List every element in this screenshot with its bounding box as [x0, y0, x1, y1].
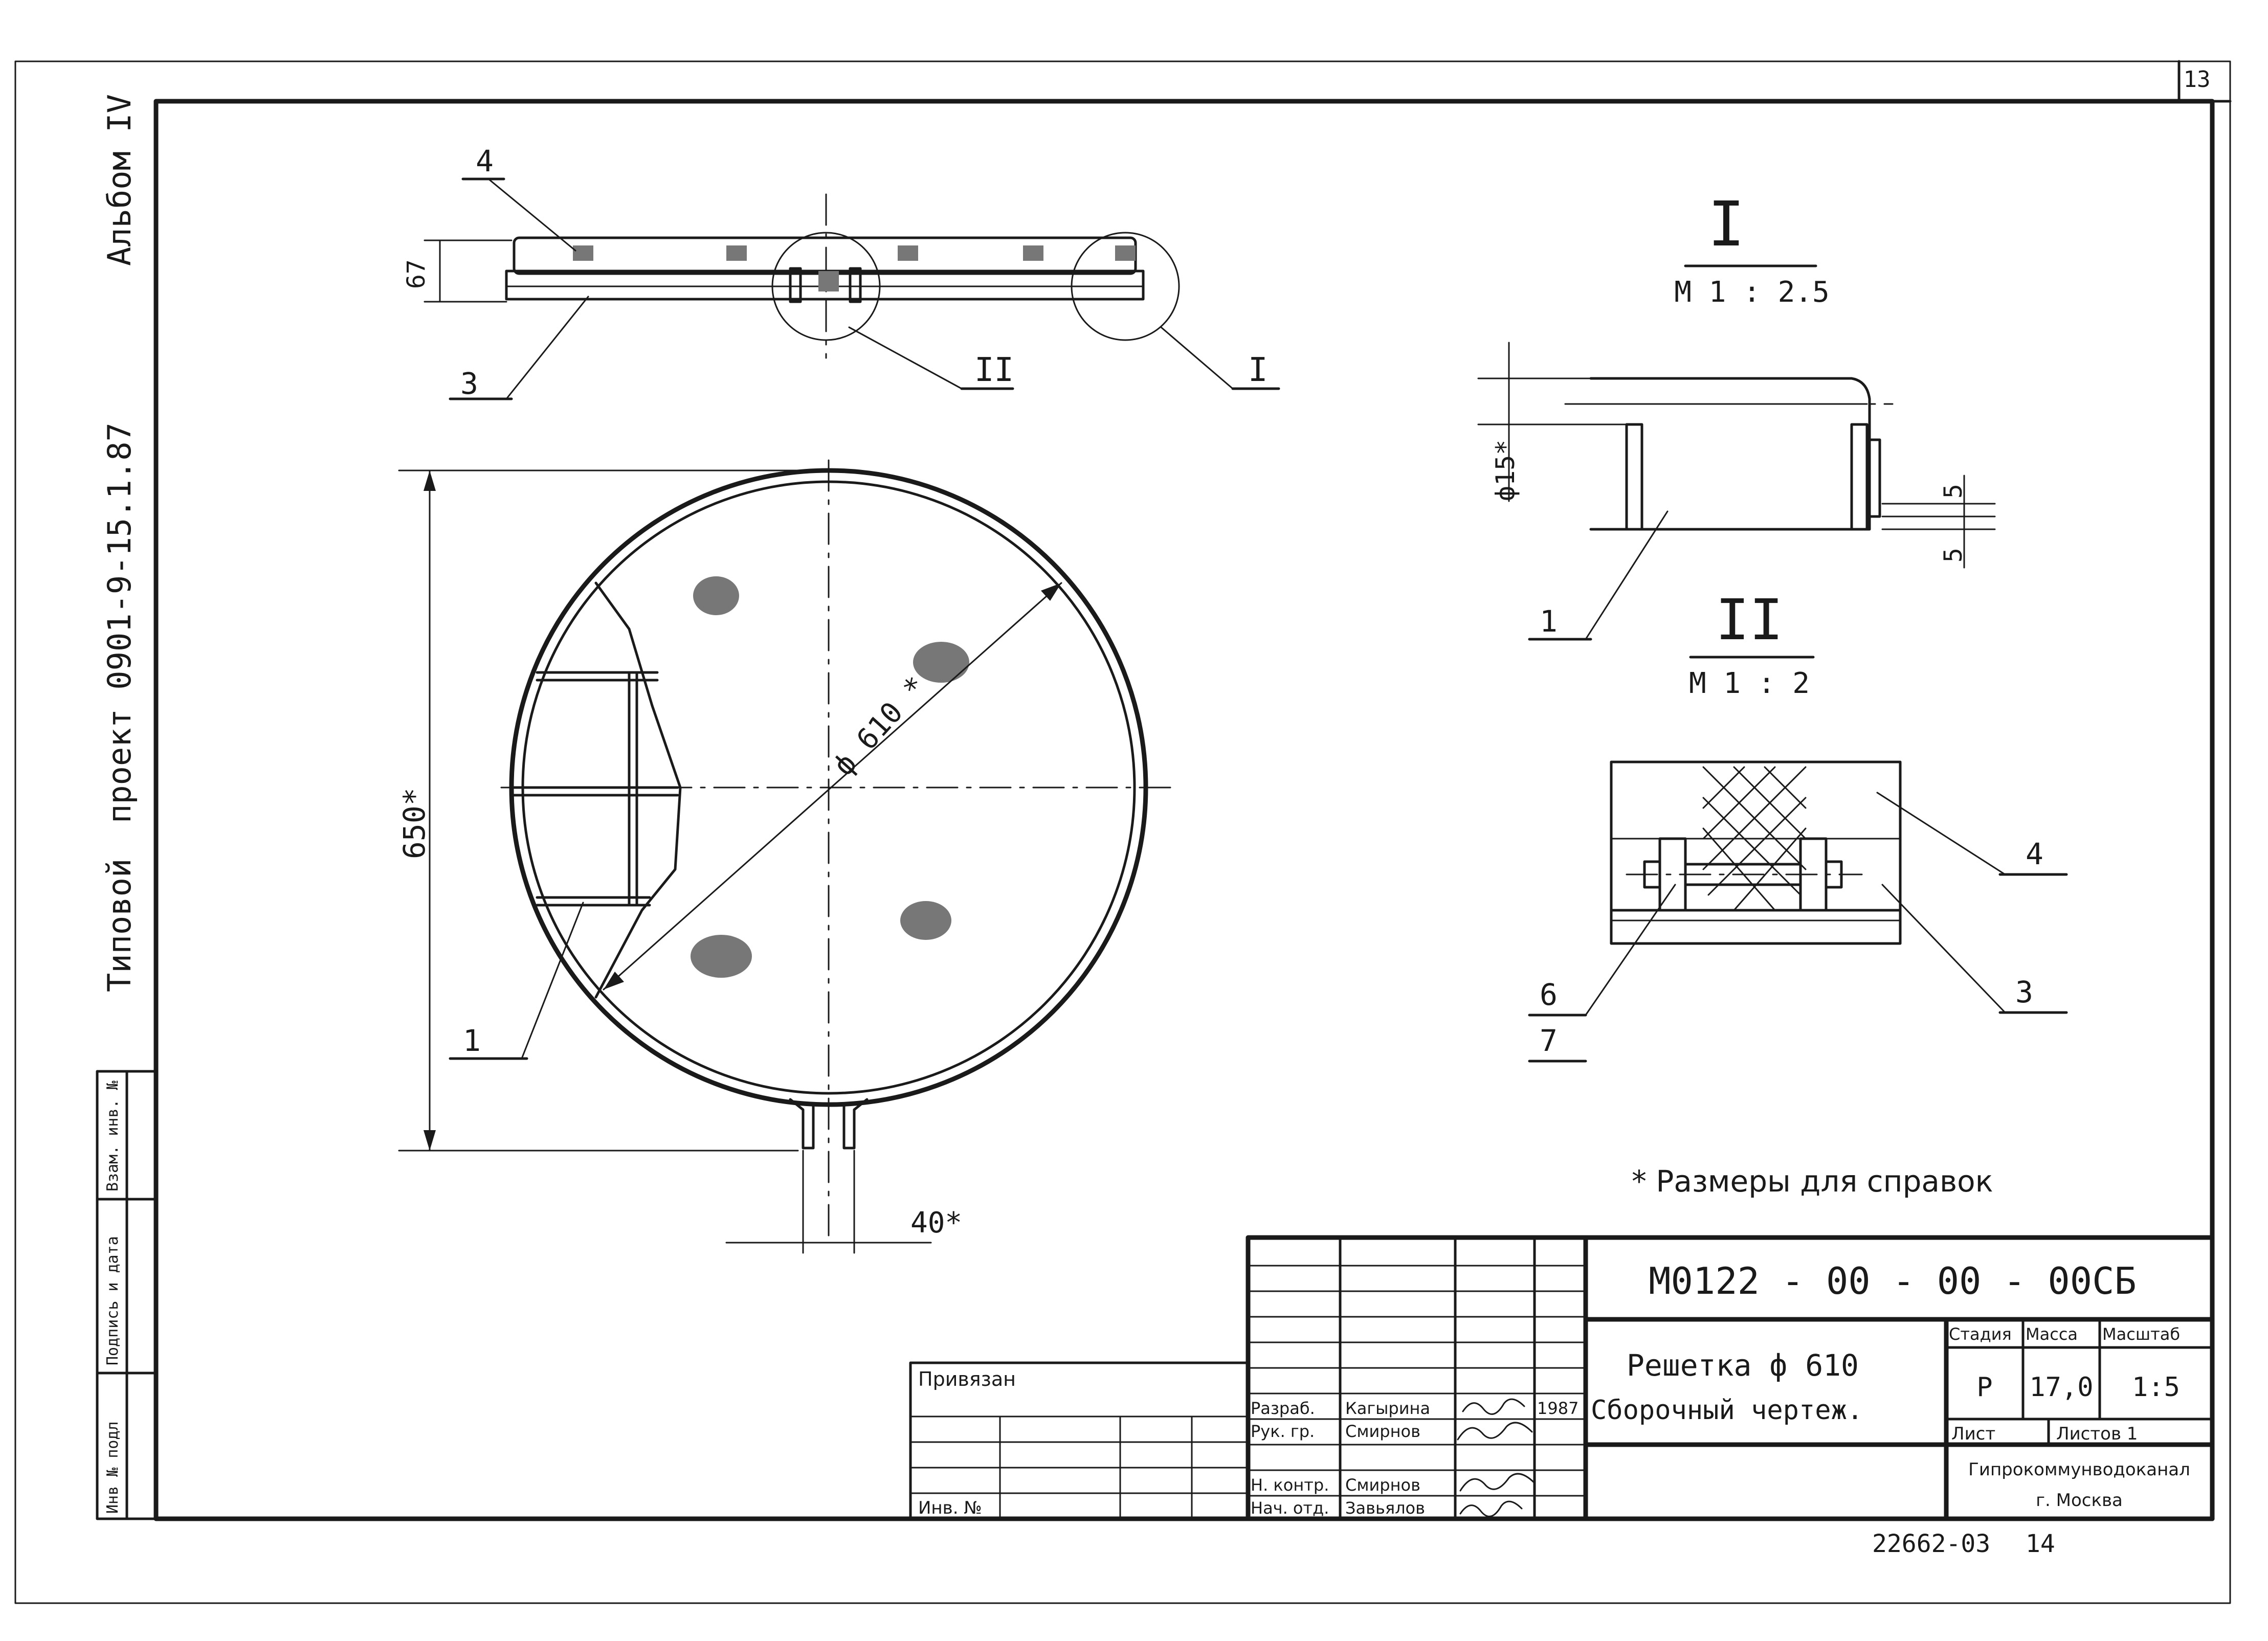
callout-I-label: I [1248, 351, 1268, 389]
side-dim-height: 67 [402, 259, 431, 289]
detail-I-body [1589, 377, 1871, 531]
mesh-pattern [573, 245, 1136, 291]
list-label: Лист [1951, 1424, 1995, 1444]
title-block: Привязан Инв. № Разраб. Рук. гр. Н. конт… [909, 1235, 2215, 1521]
detail-II-item-6: 6 [1540, 977, 1558, 1012]
handle [789, 1098, 869, 1150]
name-n-kontr: Смирнов [1345, 1475, 1420, 1495]
handle-dim-label: 40* [910, 1206, 962, 1240]
drawing-code: М0122 - 00 - 00 - 00СБ [1649, 1260, 2137, 1302]
stamp-inv-podl: Инв № подл [104, 1421, 122, 1514]
detail-I-item-label: 1 [1540, 604, 1558, 639]
stamp-vzam: Взам. инв. № [104, 1081, 122, 1192]
main-title-block [1246, 1235, 2215, 1521]
internal-frame [510, 671, 679, 907]
detail-I-web [1625, 423, 1643, 531]
signatures [1457, 1398, 1536, 1517]
sheet-number: 13 [2184, 66, 2211, 93]
album-label: Альбом IV [101, 94, 138, 266]
role-nach-otd: Нач. отд. [1251, 1498, 1329, 1518]
privyazan-label: Привязан [918, 1368, 1016, 1390]
detail-II-item-7: 7 [1540, 1023, 1558, 1058]
callout-II-label: II [974, 351, 1014, 389]
org-name: Гипрокоммунводоканал [1968, 1459, 2190, 1480]
drawing-name-1: Решетка ф 610 [1627, 1348, 1859, 1383]
inv-no-label: Инв. № [918, 1498, 982, 1518]
archive-page: 14 [2026, 1530, 2055, 1558]
year: 1987 [1537, 1399, 1578, 1418]
detail-II-mesh [1702, 766, 1807, 911]
detail-I-web [1850, 423, 1869, 531]
name-nach-otd: Завьялов [1345, 1498, 1425, 1518]
detail-I-title: I [1708, 189, 1745, 260]
detail-II-scale: М 1 : 2 [1689, 667, 1810, 700]
item-4-label: 4 [476, 144, 494, 178]
detail-II-body [1610, 760, 1902, 945]
detail-I-scale: М 1 : 2.5 [1674, 276, 1829, 309]
detail-I-dim-diam: ф15* [1491, 440, 1520, 501]
outer-frame [14, 60, 2231, 1604]
name-ruk-gr: Смирнов [1345, 1422, 1420, 1441]
detail-I-lug [1865, 438, 1881, 518]
bolt-flange [789, 267, 802, 303]
role-ruk-gr: Рук. гр. [1251, 1422, 1315, 1441]
detail-I: I М 1 : 2.5 ф15* 5 5 1 [1477, 189, 1996, 641]
project-label: проект 0901-9-15.1.87 [101, 422, 138, 823]
role-n-kontr: Н. контр. [1251, 1475, 1329, 1495]
diam-dim-label: ф 610 * [827, 670, 932, 782]
reference-note: * Размеры для справок [1632, 1164, 1993, 1199]
drawing-name-2: Сборочный чертеж. [1591, 1395, 1863, 1426]
listov-label: Листов 1 [2056, 1424, 2138, 1444]
height-dim-label: 650* [397, 788, 432, 859]
stadia-value: Р [1976, 1372, 1992, 1403]
detail-II: II М 1 : 2 4 3 6 [1528, 587, 2068, 1063]
detail-II-item-4: 4 [2026, 837, 2043, 871]
name-razrab: Кагырина [1345, 1399, 1430, 1418]
role-razrab: Разраб. [1251, 1399, 1315, 1418]
cutaway-edge [594, 581, 682, 999]
series-label: Типовой [101, 859, 138, 992]
org-city: г. Москва [2036, 1490, 2123, 1511]
archive-number: 22662-03 [1872, 1530, 1990, 1558]
side-view: 67 4 3 II I [402, 144, 1280, 401]
plan-view: ф 610 * 650* 40* 1 [397, 459, 1177, 1254]
detail-I-dim-5b: 5 [1939, 548, 1968, 563]
col-stadia: Стадия [1949, 1324, 2012, 1344]
col-masshtab: Масштаб [2102, 1324, 2180, 1344]
massa-value: 17,0 [2029, 1372, 2093, 1403]
detail-I-dim-5a: 5 [1939, 484, 1968, 499]
item-3-label: 3 [460, 366, 478, 401]
callout-I-circle [1071, 232, 1180, 341]
plan-item-1-label: 1 [463, 1023, 481, 1058]
diam-dim-line [603, 582, 1062, 991]
detail-II-title: II [1716, 587, 1783, 653]
detail-II-item-3: 3 [2015, 975, 2033, 1009]
stamp-podpis: Подпись и дата [104, 1236, 122, 1365]
col-massa: Масса [2026, 1324, 2078, 1344]
masshtab-value: 1:5 [2132, 1372, 2180, 1403]
mesh-patches [691, 576, 969, 978]
bolt-flange [849, 267, 862, 303]
